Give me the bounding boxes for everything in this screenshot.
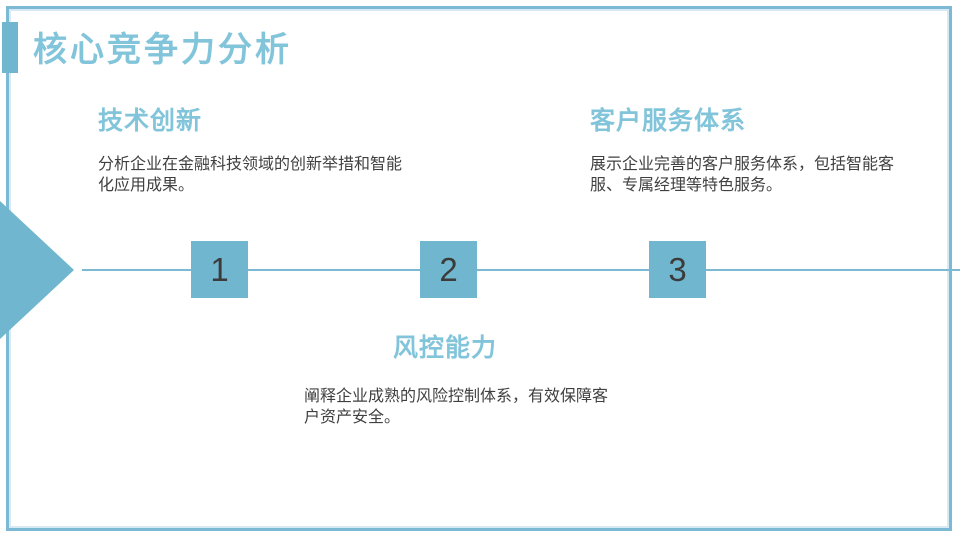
timeline-step-3-box: 3 <box>649 241 706 298</box>
timeline-step-1-box: 1 <box>191 241 248 298</box>
timeline-step-2-box: 2 <box>420 241 477 298</box>
section-heading-tech-innovation: 技术创新 <box>98 107 203 135</box>
title-accent-bar <box>2 22 18 73</box>
section-body-tech-innovation: 分析企业在金融科技领域的创新举措和智能化应用成果。 <box>98 156 403 194</box>
timeline-step-3-number: 3 <box>668 250 687 288</box>
section-body-risk-control: 阐释企业成熟的风险控制体系，有效保障客户资产安全。 <box>304 388 609 426</box>
slide-title: 核心竞争力分析 <box>33 31 292 69</box>
section-heading-risk-control: 风控能力 <box>392 334 497 362</box>
timeline-step-1-number: 1 <box>210 250 229 288</box>
section-heading-customer-service: 客户服务体系 <box>590 107 747 135</box>
section-body-customer-service: 展示企业完善的客户服务体系，包括智能客服、专属经理等特色服务。 <box>590 156 895 194</box>
timeline-step-2-number: 2 <box>439 250 458 288</box>
timeline-line <box>82 269 960 271</box>
